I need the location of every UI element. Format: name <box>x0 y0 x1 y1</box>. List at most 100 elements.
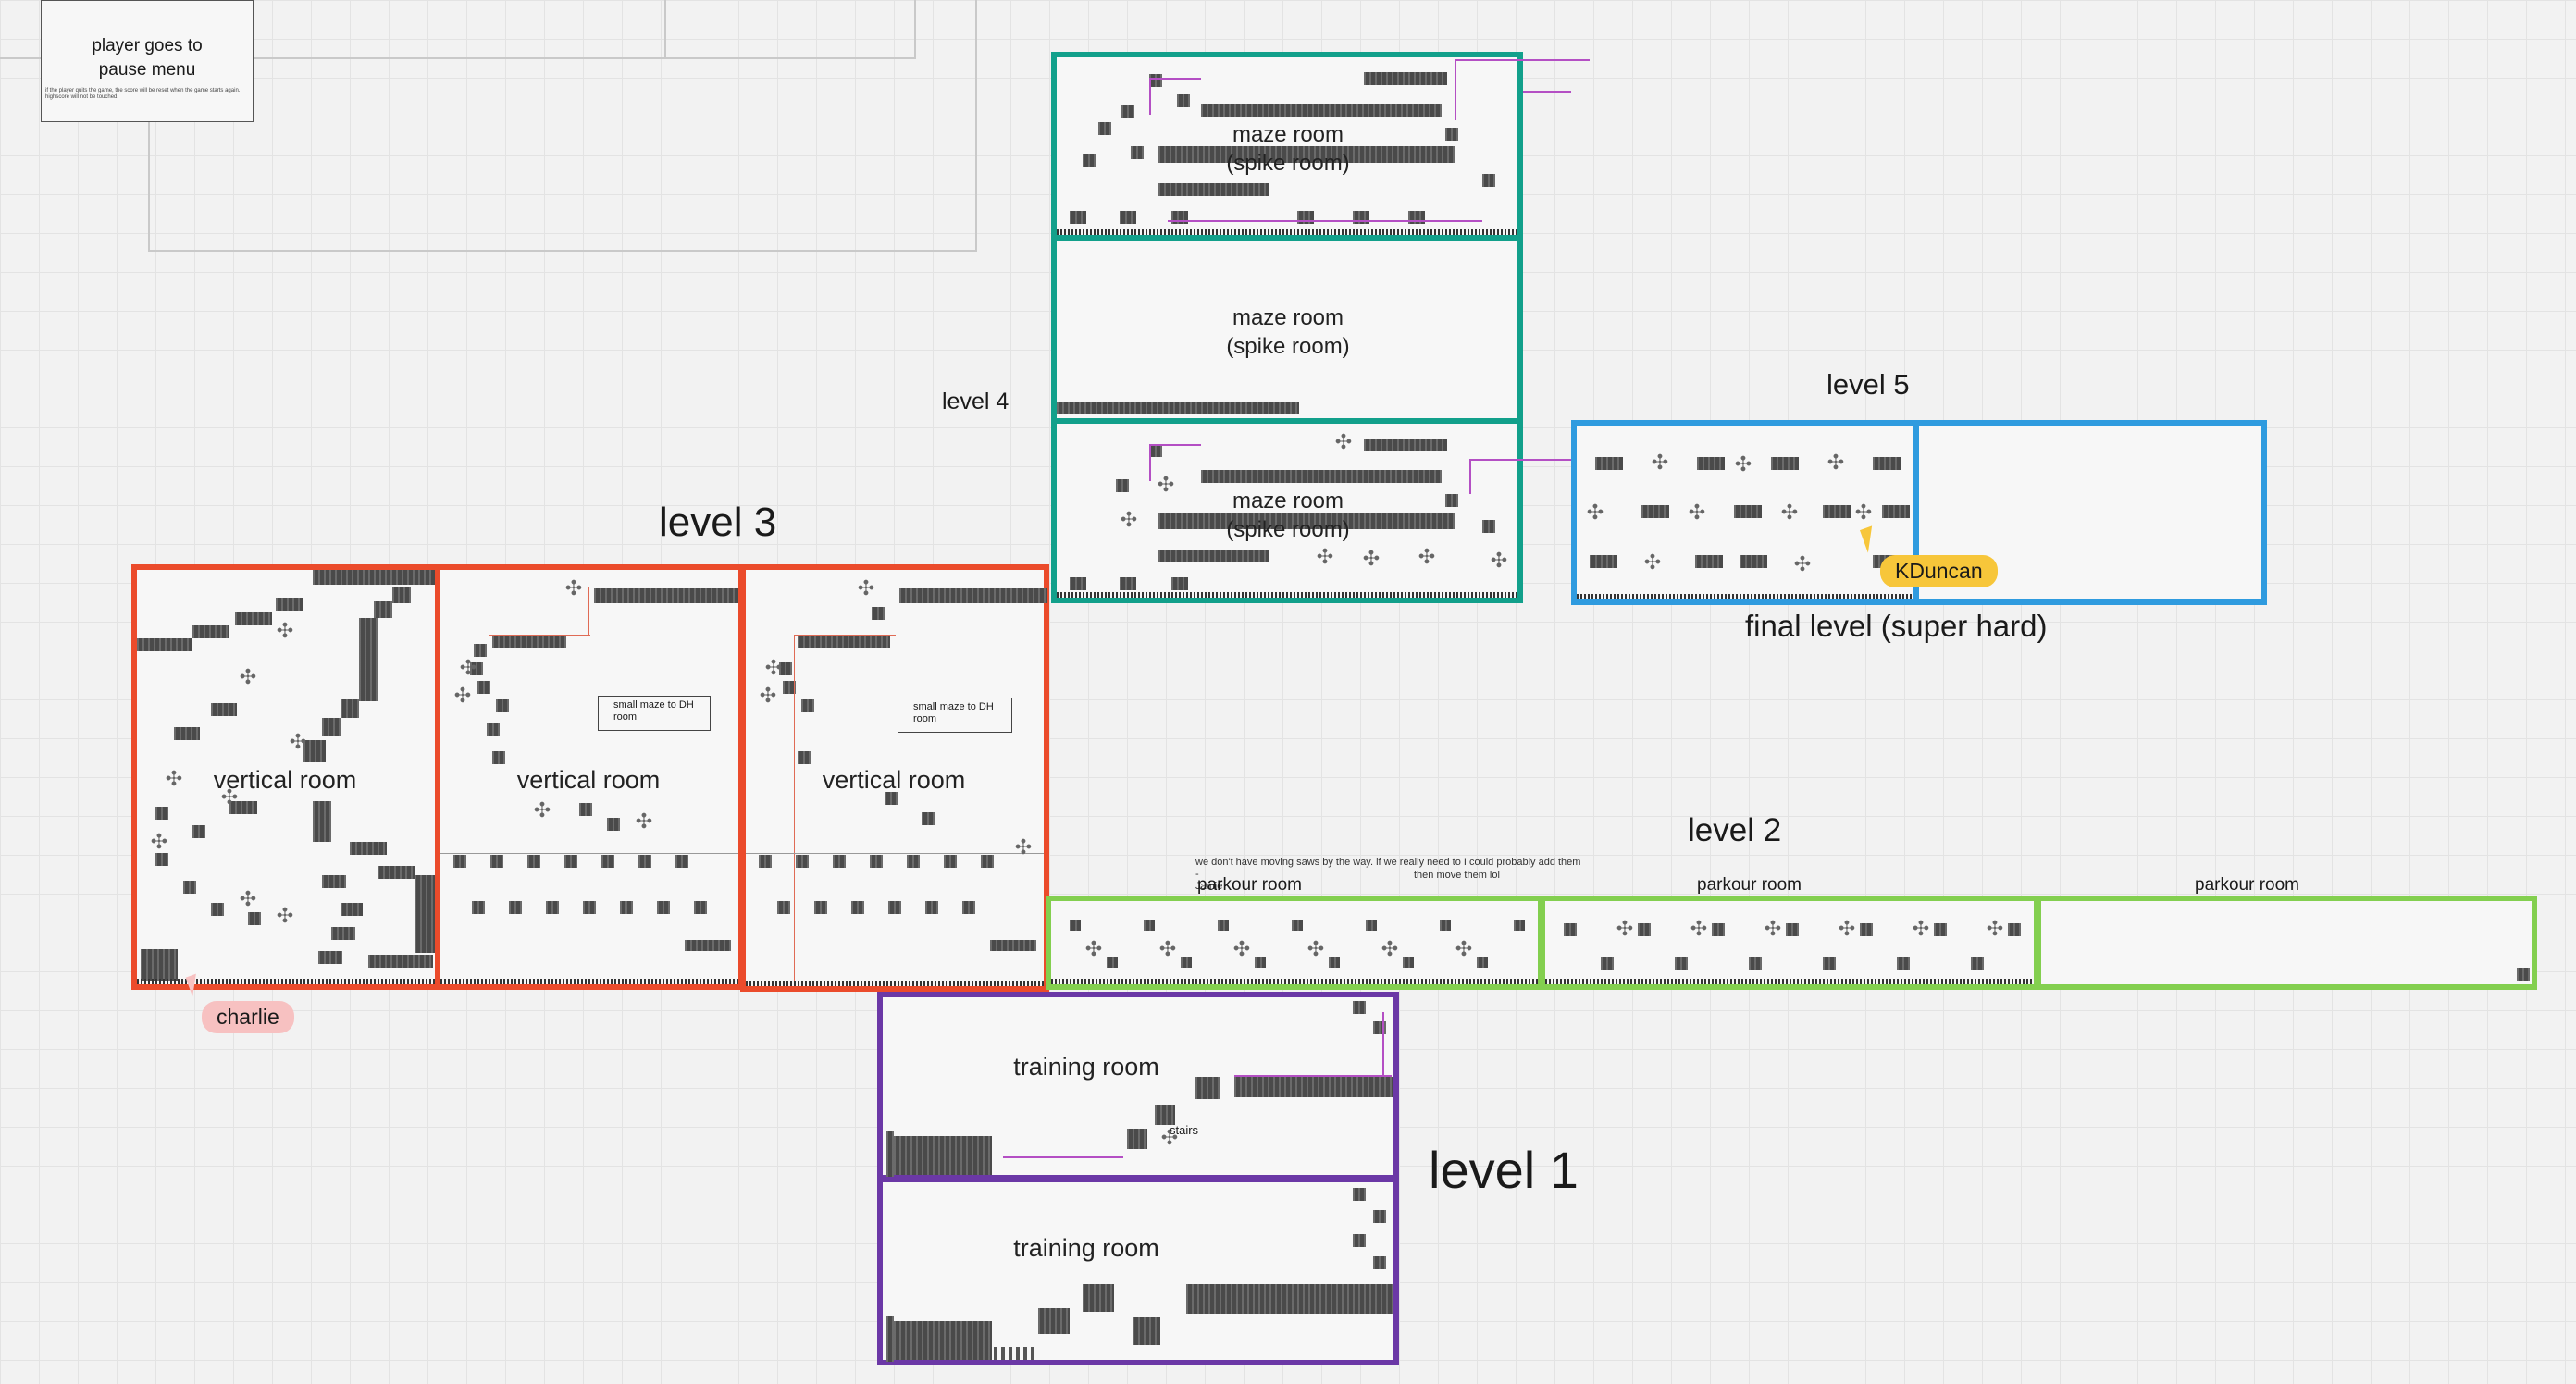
saws-comment: we don't have moving saws by the way. if… <box>1195 857 1581 892</box>
block <box>1181 957 1192 968</box>
block <box>1873 457 1901 470</box>
small-maze-note: small maze to DH room <box>598 696 711 731</box>
building <box>894 1136 992 1175</box>
platform <box>313 570 435 585</box>
vertical-room-label: vertical room <box>516 766 661 794</box>
grass <box>746 981 1044 986</box>
maze-room-label: maze room (spike room) <box>1226 488 1350 542</box>
block <box>872 607 885 620</box>
path-line <box>489 635 590 636</box>
block <box>155 853 168 866</box>
wall <box>886 1131 894 1177</box>
block <box>1445 494 1458 507</box>
block <box>1329 957 1340 968</box>
training-room-frame-2[interactable]: training room <box>877 1177 1399 1365</box>
block <box>620 901 633 914</box>
saw-icon: ✣ <box>1643 550 1662 574</box>
grass <box>440 979 738 984</box>
saw-icon: ✣ <box>276 619 294 642</box>
block <box>1177 94 1190 107</box>
saw-icon: ✣ <box>220 785 239 809</box>
training-room-label: training room <box>1013 1053 1159 1081</box>
parkour-room-frame-3[interactable] <box>2036 896 2537 990</box>
saw-icon: ✣ <box>1616 917 1634 940</box>
block <box>1353 1001 1366 1014</box>
level-5-label: level 5 <box>1827 368 1910 401</box>
maze-room-label: maze room (spike room) <box>1226 305 1350 359</box>
block <box>155 807 168 820</box>
block <box>1595 457 1623 470</box>
connector-line <box>148 0 150 250</box>
grass <box>137 979 435 984</box>
block <box>1292 920 1303 931</box>
maze-room-frame-bottom[interactable]: ✣ ✣ ✣ ✣ ✣ ✣ ✣ maze room (spike room) <box>1051 418 1529 603</box>
path-line <box>794 635 795 981</box>
saw-icon: ✣ <box>1690 917 1708 940</box>
saw-icon: ✣ <box>1160 1126 1179 1149</box>
maze-room-frame-top[interactable]: maze room (spike room) <box>1051 52 1590 241</box>
block <box>492 751 505 764</box>
step <box>1127 1129 1147 1149</box>
block <box>1070 920 1081 931</box>
stairs-label: stairs <box>1170 1123 1199 1137</box>
saw-icon: ✣ <box>1362 547 1381 570</box>
building <box>894 1321 992 1360</box>
parkour-room-frame-1[interactable]: ✣ ✣ ✣ ✣ ✣ ✣ <box>1046 896 1543 990</box>
platform <box>492 635 566 648</box>
maze-room-frame-middle[interactable]: maze room (spike room) <box>1051 235 1523 424</box>
saw-icon: ✣ <box>857 576 875 599</box>
saw-icon: ✣ <box>1586 500 1604 524</box>
block <box>1373 1210 1386 1223</box>
block <box>1897 957 1910 970</box>
platform <box>276 598 303 611</box>
platform <box>341 903 363 916</box>
block <box>1038 1308 1070 1334</box>
block <box>981 855 994 868</box>
path-line <box>1469 459 1471 494</box>
block <box>1601 957 1614 970</box>
block <box>638 855 651 868</box>
block <box>1373 1256 1386 1269</box>
training-room-frame-1[interactable]: ✣ stairs training room <box>877 992 1399 1180</box>
platform <box>899 588 1047 603</box>
level-5-room-left[interactable]: ✣ ✣ ✣ ✣ ✣ ✣ ✣ ✣ ✣ <box>1571 420 1919 605</box>
platform <box>1158 183 1269 196</box>
vertical-room-frame-3[interactable]: ✣ ✣ ✣ ✣ small maze to DH room vertical r… <box>740 564 1049 992</box>
block <box>1641 505 1669 518</box>
block <box>1366 920 1377 931</box>
saw-icon: ✣ <box>1455 937 1473 960</box>
level-4-label: level 4 <box>942 389 1009 414</box>
grass <box>1577 594 1913 599</box>
saw-icon: ✣ <box>276 904 294 927</box>
path-line <box>1382 1012 1384 1077</box>
platform <box>392 587 411 603</box>
block <box>1098 122 1111 135</box>
block <box>487 723 500 736</box>
saw-icon: ✣ <box>635 809 653 833</box>
block <box>211 903 224 916</box>
connector-line <box>664 0 666 59</box>
vertical-room-frame-1[interactable]: ✣ ✣ ✣ ✣ ✣ ✣ ✣ ✣ vertical room <box>131 564 440 990</box>
block <box>1149 444 1162 457</box>
platform <box>211 703 237 716</box>
block <box>1255 957 1266 968</box>
block <box>759 855 772 868</box>
block <box>1121 105 1134 118</box>
saws-reply: then move them lol <box>1414 870 1500 881</box>
vertical-room-frame-2[interactable]: ✣ ✣ ✣ ✣ ✣ small maze to DH room vertical… <box>435 564 744 990</box>
block <box>1171 577 1188 590</box>
block <box>1116 479 1129 492</box>
block <box>888 901 901 914</box>
saw-icon: ✣ <box>459 656 477 679</box>
block <box>779 662 792 675</box>
path-line <box>1149 78 1151 115</box>
platform <box>341 699 359 718</box>
pause-menu-card[interactable]: player goes to pause menu if the player … <box>41 0 254 122</box>
saw-icon: ✣ <box>1418 545 1436 568</box>
parkour-room-frame-2[interactable]: ✣ ✣ ✣ ✣ ✣ ✣ <box>1540 896 2039 990</box>
platform <box>192 825 205 838</box>
block <box>1149 74 1162 87</box>
platform <box>313 801 331 842</box>
block <box>1734 505 1762 518</box>
block <box>870 855 883 868</box>
